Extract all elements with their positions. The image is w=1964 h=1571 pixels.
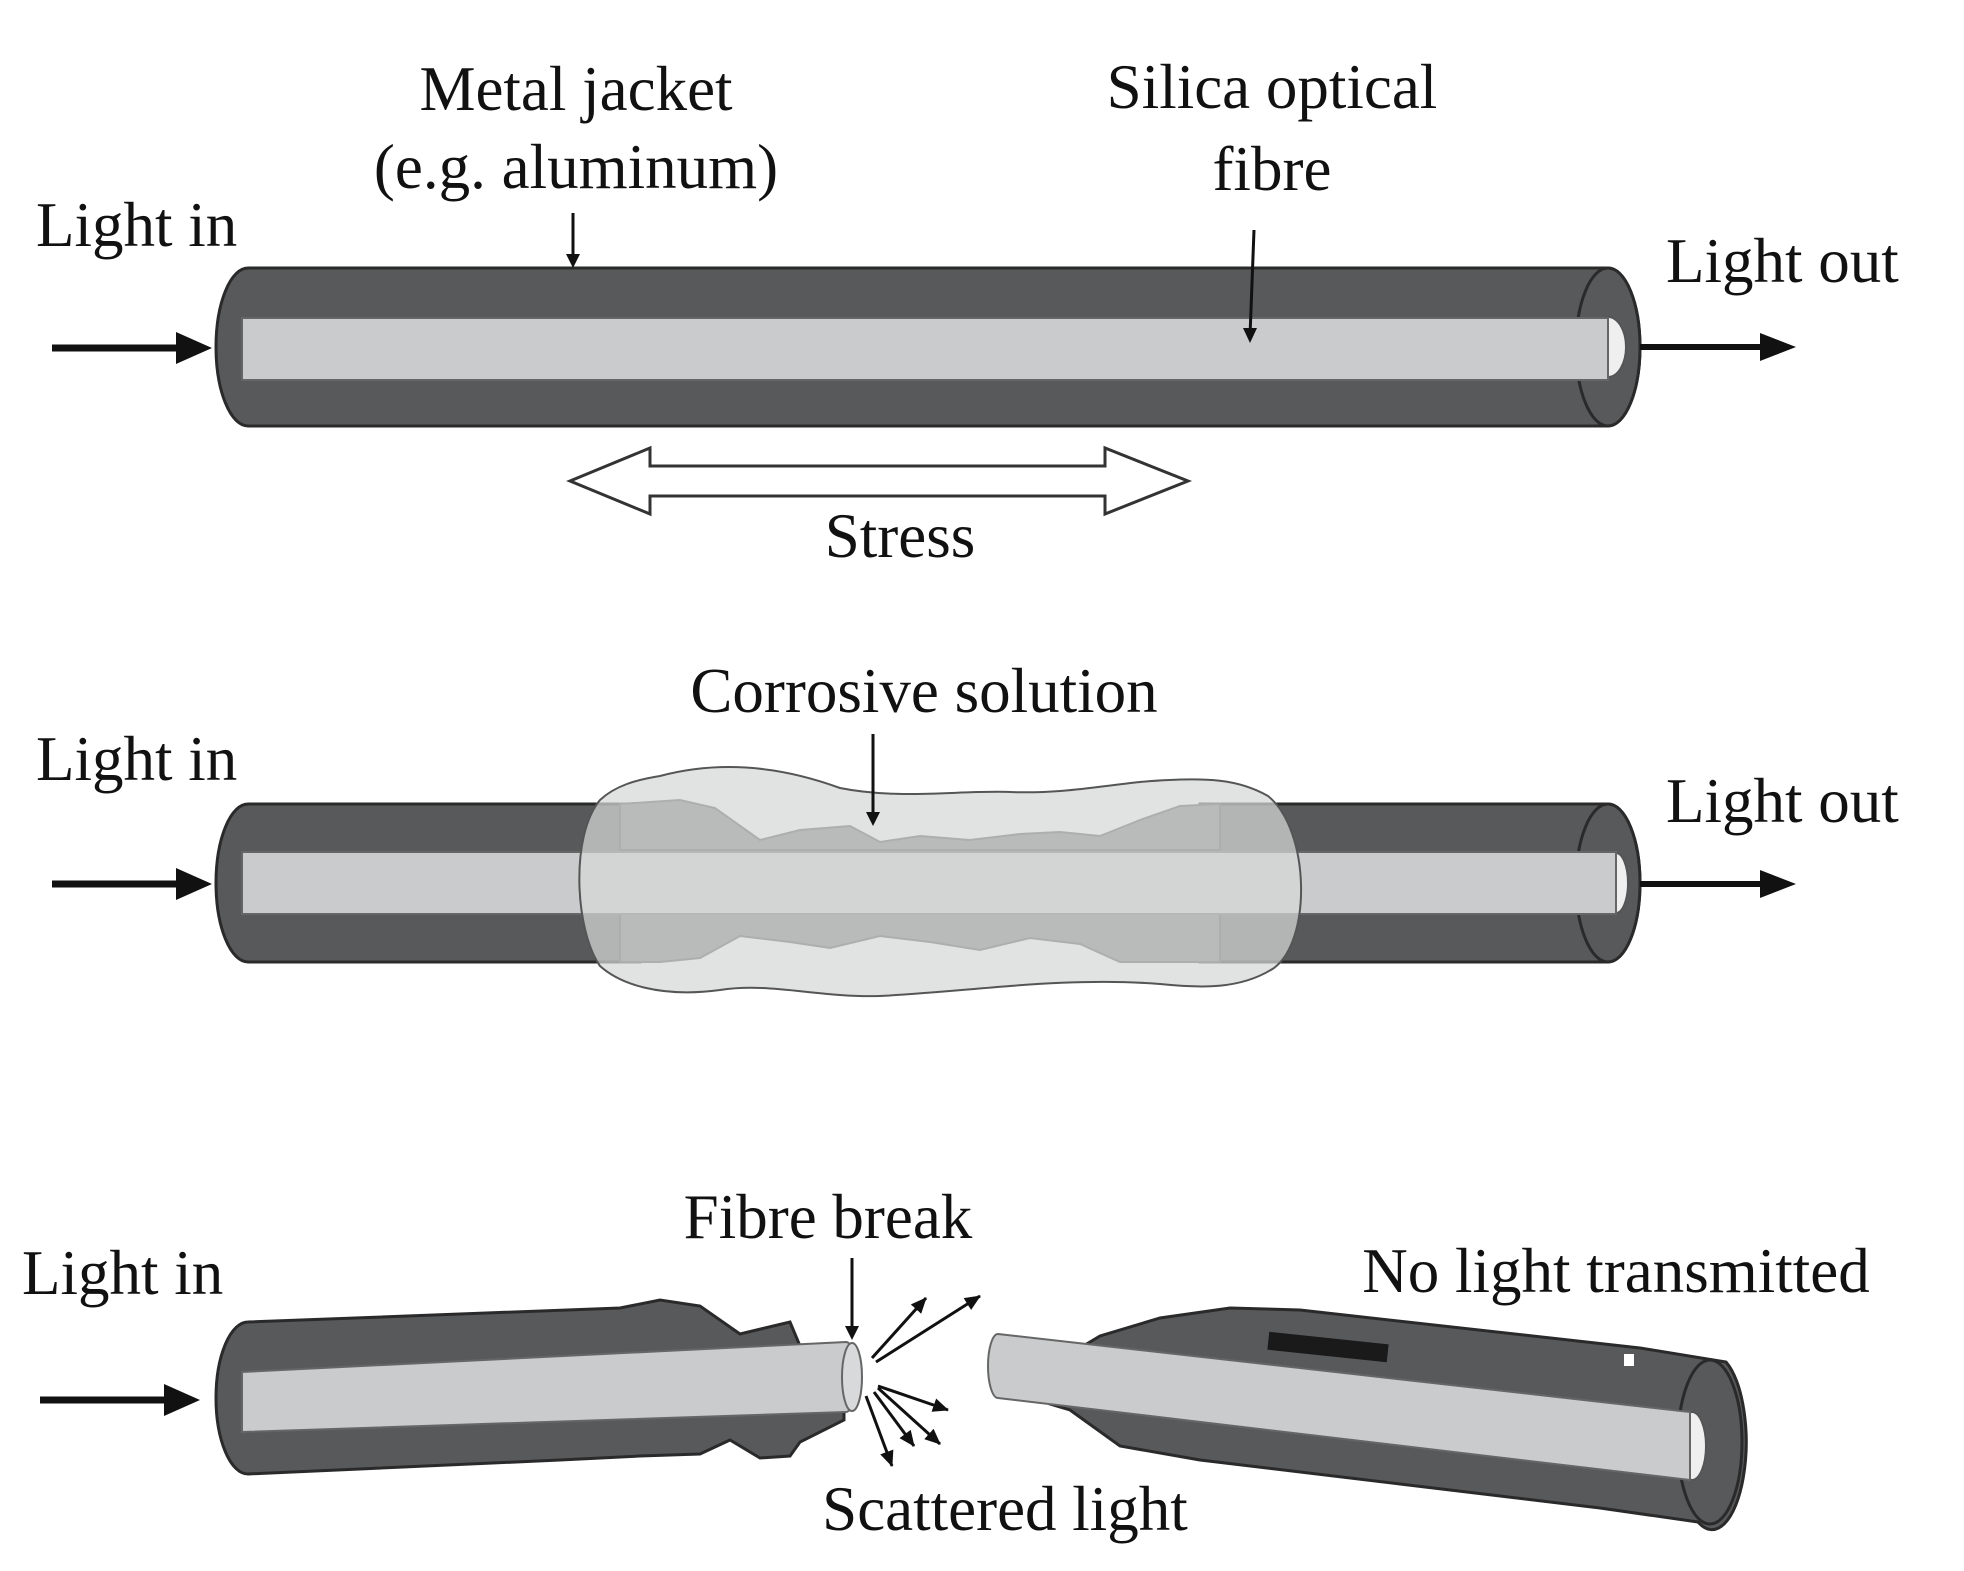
light-out-label: Light out bbox=[1666, 226, 1899, 296]
light-in-arrow bbox=[52, 332, 212, 364]
fibre-label-line2: fibre bbox=[1213, 134, 1332, 204]
jacket-pointer bbox=[566, 213, 580, 268]
light-out-arrow bbox=[1640, 870, 1796, 898]
scattered-light-label: Scattered light bbox=[822, 1474, 1188, 1544]
stress-arrow bbox=[566, 445, 1193, 517]
light-in-label: Light in bbox=[22, 1238, 223, 1308]
solution-label: Corrosive solution bbox=[690, 656, 1157, 726]
light-in-arrow bbox=[52, 868, 212, 900]
silica-fibre bbox=[241, 317, 1609, 381]
fibre-label-line1: Silica optical bbox=[1107, 52, 1438, 122]
stress-label: Stress bbox=[825, 501, 976, 571]
panel-corrosion: Light in Light out Corrosive solution bbox=[36, 656, 1899, 998]
jacket-label-line2: (e.g. aluminum) bbox=[374, 132, 778, 202]
light-in-label: Light in bbox=[36, 190, 237, 260]
jacket-label-line1: Metal jacket bbox=[419, 54, 733, 124]
light-in-arrow bbox=[40, 1384, 200, 1416]
panel-break: Light in Fibre break Scattered light No … bbox=[22, 1182, 1870, 1544]
fibre-pointer bbox=[1243, 229, 1257, 343]
break-label: Fibre break bbox=[684, 1182, 973, 1252]
break-pointer bbox=[845, 1258, 859, 1340]
light-in-label: Light in bbox=[36, 724, 237, 794]
panel-stress: Light in Light out Metal jacket (e.g. al… bbox=[36, 52, 1899, 571]
light-out-arrow bbox=[1640, 333, 1796, 361]
scattered-light-arrows bbox=[864, 1294, 981, 1467]
corrosive-solution bbox=[578, 766, 1303, 998]
fibre-break-face bbox=[841, 1342, 863, 1412]
light-out-label: Light out bbox=[1666, 766, 1899, 836]
broken-fibre-right bbox=[987, 1332, 1691, 1482]
solution-pointer bbox=[866, 734, 880, 826]
no-light-label: No light transmitted bbox=[1362, 1236, 1869, 1306]
